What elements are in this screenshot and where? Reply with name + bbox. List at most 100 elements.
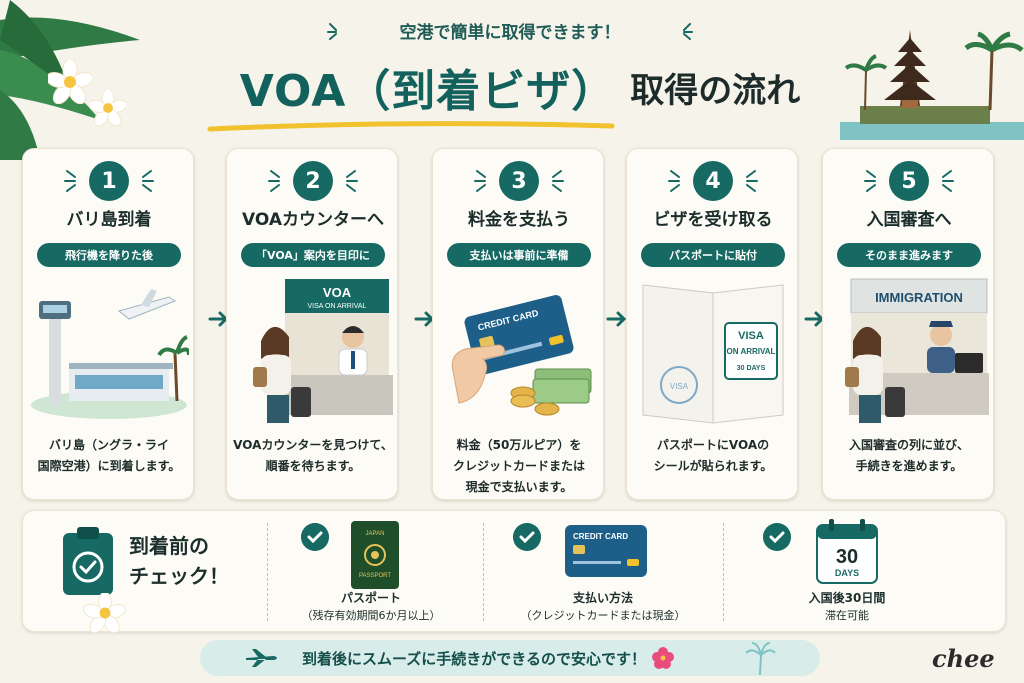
step-description: パスポートにVOAの シールが貼られます。 <box>633 435 793 477</box>
calendar-icon: 30 DAYS <box>816 519 878 584</box>
footer-text: 到着後にスムーズに手続きができるので安心です！ <box>302 649 646 668</box>
immigration-counter-icon: IMMIGRATION <box>845 278 989 423</box>
rays-icon <box>942 170 954 192</box>
bali-temple-icon <box>840 30 1024 140</box>
credit-card-icon: CREDIT CARD <box>565 525 647 577</box>
calendar-unit: DAYS <box>835 568 859 578</box>
step-pill: 「VOA」案内を目印に <box>241 243 385 267</box>
rays-icon <box>346 170 358 192</box>
plumeria-flower-icon <box>48 60 92 104</box>
step-number: 2 <box>293 161 333 201</box>
check-icon <box>763 523 791 551</box>
title-underline <box>207 121 615 132</box>
step-number: 1 <box>89 161 129 201</box>
title-sub: 取得の流れ <box>630 70 801 111</box>
step-number: 5 <box>889 161 929 201</box>
step-title: ビザを受け取る <box>653 210 773 230</box>
passport-stamp: VISA <box>670 382 689 391</box>
header-subtitle: 空港で簡単に取得できます！ <box>327 14 693 46</box>
rays-icon <box>64 170 76 192</box>
credit-card-payment-icon: CREDIT CARD <box>451 295 592 416</box>
step-title: 料金を支払う <box>468 210 570 230</box>
voa-counter-icon: VOA VISA ON ARRIVAL <box>253 279 393 423</box>
sticker-line-1: VISA <box>738 330 764 342</box>
step-card-3: 3 料金を支払う 支払いは事前に準備 CREDIT CARD <box>432 148 604 500</box>
rays-icon <box>268 170 280 192</box>
step-number: 3 <box>499 161 539 201</box>
clipboard-check-icon <box>63 527 113 595</box>
step-description: VOAカウンターを見つけて、 順番を待ちます。 <box>233 435 393 477</box>
step-title: VOAカウンターへ <box>241 210 384 230</box>
desc-line: 順番を待ちます。 <box>265 459 361 473</box>
title-main: VOA（到着ビザ） <box>239 66 617 117</box>
desc-line: シールが貼られます。 <box>653 459 773 473</box>
check-icon <box>301 523 329 551</box>
sparkle-icon <box>683 23 693 40</box>
check-item-label: 入国後30日間 <box>808 591 886 605</box>
sign-title: VOA <box>323 285 352 300</box>
check-icon <box>513 523 541 551</box>
check-item-label: 支払い方法 <box>572 591 633 605</box>
step-pill: パスポートに貼付 <box>641 243 785 267</box>
palm-leaf-icon <box>0 0 140 160</box>
step-card-2: 2 VOAカウンターへ 「VOA」案内を目印に VOA VISA ON ARRI… <box>226 148 398 500</box>
arrow-right-icon <box>606 311 627 327</box>
desc-line: VOAカウンターを見つけて、 <box>233 438 393 452</box>
sign-subtitle: VISA ON ARRIVAL <box>307 303 366 310</box>
airport-icon <box>31 289 189 419</box>
passport-visa-icon: VISA VISA ON ARRIVAL 30 DAYS <box>642 284 784 424</box>
sparkle-icon <box>327 23 337 40</box>
step-title: バリ島到着 <box>66 210 152 230</box>
step-pill: そのまま進みます <box>837 243 981 267</box>
passport-country: JAPAN <box>366 531 385 537</box>
page-title: VOA（到着ビザ） 取得の流れ <box>200 52 840 122</box>
airplane-icon <box>246 649 278 667</box>
step-card-5: 5 入国審査へ そのまま進みます IMMIGRATION <box>822 148 994 500</box>
footer-banner: 到着後にスムーズに手続きができるので安心です！ <box>200 640 820 676</box>
step-pill: 飛行機を降りた後 <box>37 243 181 267</box>
rays-icon <box>668 170 680 192</box>
checklist-panel: 到着前の チェック！ JAPAN PASSPORT パスポート （残存有効期間6… <box>22 510 1006 633</box>
check-item-note: 滞在可能 <box>825 609 869 622</box>
hibiscus-flower-icon <box>651 647 674 669</box>
step-card-4: 4 ビザを受け取る パスポートに貼付 VISA VISA ON ARRIVAL … <box>626 148 798 500</box>
card-label: CREDIT CARD <box>573 532 628 541</box>
rays-icon <box>474 170 486 192</box>
check-item-label: パスポート <box>340 591 401 605</box>
checklist-heading: 到着前の チェック！ <box>129 531 249 591</box>
heading-line: チェック！ <box>129 564 229 588</box>
step-card-1: 1 バリ島到着 飛行機を降りた後 バリ島（ングラ・ライ 国際空港）に到着します。 <box>22 148 194 500</box>
sign-title: IMMIGRATION <box>875 290 963 305</box>
step-description: 入国審査の列に並び、 手続きを進めます。 <box>829 435 989 477</box>
desc-line: 料金（50万ルピア）を <box>456 438 582 452</box>
step-description: 料金（50万ルピア）を クレジットカードまたは 現金で支払います。 <box>439 435 599 498</box>
palm-tree-icon <box>745 642 776 675</box>
heading-line: 到着前の <box>129 534 209 558</box>
calendar-number: 30 <box>836 546 858 568</box>
passport-word: PASSPORT <box>359 573 391 579</box>
desc-line: 手続きを進めます。 <box>855 459 963 473</box>
rays-icon <box>864 170 876 192</box>
step-pill: 支払いは事前に準備 <box>447 243 591 267</box>
desc-line: 入国審査の列に並び、 <box>848 438 969 452</box>
desc-line: 現金で支払います。 <box>465 480 573 494</box>
desc-line: パスポートにVOAの <box>656 438 770 452</box>
rays-icon <box>142 170 154 192</box>
subtitle-text: 空港で簡単に取得できます！ <box>399 22 621 43</box>
sticker-line-3: 30 DAYS <box>737 365 766 372</box>
rays-icon <box>746 170 758 192</box>
plumeria-flower-icon <box>83 593 127 633</box>
step-title: 入国審査へ <box>866 210 952 230</box>
sticker-line-2: ON ARRIVAL <box>727 347 776 356</box>
divider <box>723 523 724 621</box>
desc-line: バリ島（ングラ・ライ <box>48 438 169 452</box>
step-description: バリ島（ングラ・ライ 国際空港）に到着します。 <box>29 435 189 477</box>
check-item-note: （クレジットカードまたは現金） <box>520 609 686 622</box>
brand-logo: chee <box>932 644 995 673</box>
steps-row: 1 バリ島到着 飛行機を降りた後 バリ島（ングラ・ライ 国際空港）に到着します。 <box>22 148 1006 500</box>
plumeria-flower-icon <box>90 90 126 126</box>
desc-line: クレジットカードまたは <box>452 459 585 473</box>
divider <box>483 523 484 621</box>
step-number: 4 <box>693 161 733 201</box>
divider <box>267 523 268 621</box>
